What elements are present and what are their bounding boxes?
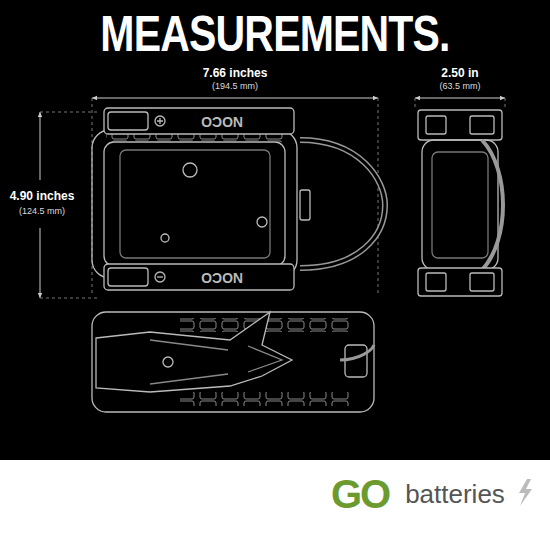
dimension-label: (63.5 mm) bbox=[439, 82, 480, 92]
dimension-label: (124.5 mm) bbox=[19, 207, 65, 217]
side-view bbox=[418, 110, 503, 296]
dimension-label: 7.66 inches bbox=[203, 67, 268, 80]
dimension-label: (194.5 mm) bbox=[212, 82, 258, 92]
logo-text: batteries bbox=[405, 480, 505, 509]
logo-text: GO bbox=[331, 472, 389, 516]
page-title: MEASUREMENTS. bbox=[100, 7, 449, 62]
brand-mark: NOCO bbox=[199, 269, 245, 284]
dimension-lines bbox=[40, 98, 505, 298]
top-view bbox=[92, 108, 385, 290]
go-logo-bolt bbox=[519, 479, 532, 506]
brand-mark: NOCO bbox=[199, 113, 245, 128]
dimension-label: 2.50 in bbox=[441, 67, 478, 80]
dimension-label: 4.90 inches bbox=[10, 190, 75, 203]
footer-band bbox=[0, 460, 550, 550]
bottom-view bbox=[92, 312, 374, 412]
